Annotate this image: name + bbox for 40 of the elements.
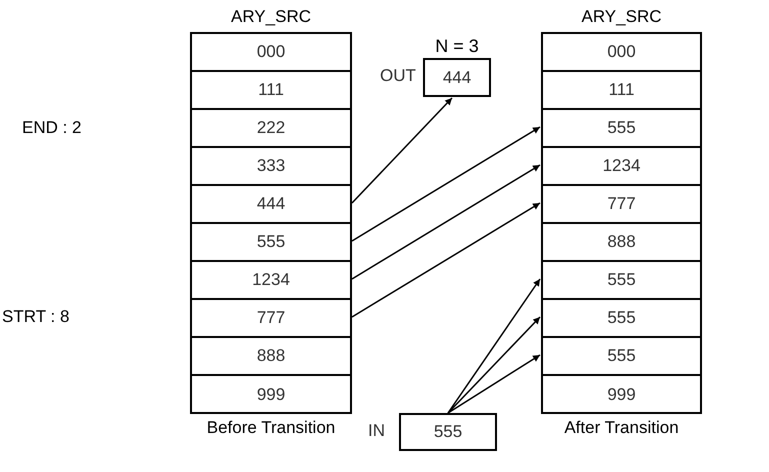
array-cell: 333 <box>192 148 350 186</box>
array-cell: 444 <box>192 186 350 224</box>
value-box: 555 <box>399 413 497 451</box>
array-title: ARY_SRC <box>582 7 662 26</box>
array-title: ARY_SRC <box>231 7 311 26</box>
arrow <box>447 278 541 414</box>
array-cell: 888 <box>543 224 700 262</box>
array-cell: 555 <box>543 300 700 338</box>
arrow <box>448 354 540 414</box>
box-label: OUT <box>380 67 416 84</box>
array-cell: 999 <box>543 376 700 414</box>
array-cell: 1234 <box>543 148 700 186</box>
array-cell: 777 <box>543 186 700 224</box>
box-title: N = 3 <box>434 37 480 55</box>
array-cell: 111 <box>543 72 700 110</box>
box-label: IN <box>368 422 385 439</box>
array-cell: 555 <box>543 110 700 148</box>
arrow <box>352 126 540 242</box>
array-cell: 111 <box>192 72 350 110</box>
arrow <box>447 316 541 414</box>
array-cell: 888 <box>192 338 350 376</box>
array-cell: 999 <box>192 376 350 414</box>
array-caption: After Transition <box>563 417 680 439</box>
array-cell: 000 <box>192 34 350 72</box>
array-cell: 1234 <box>192 262 350 300</box>
array-table <box>190 32 352 414</box>
index-label: END : 2 <box>22 119 82 136</box>
array-caption: Before Transition <box>206 417 336 439</box>
array-cell: 555 <box>543 338 700 376</box>
arrow <box>352 164 540 280</box>
array-cell: 222 <box>192 110 350 148</box>
array-cell: 555 <box>192 224 350 262</box>
arrow <box>352 202 540 318</box>
array-cell: 777 <box>192 300 350 338</box>
array-table <box>541 32 702 414</box>
arrow <box>351 97 453 204</box>
value-box: 444 <box>423 58 491 97</box>
index-label: STRT : 8 <box>2 308 70 325</box>
array-cell: 555 <box>543 262 700 300</box>
array-cell: 000 <box>543 34 700 72</box>
